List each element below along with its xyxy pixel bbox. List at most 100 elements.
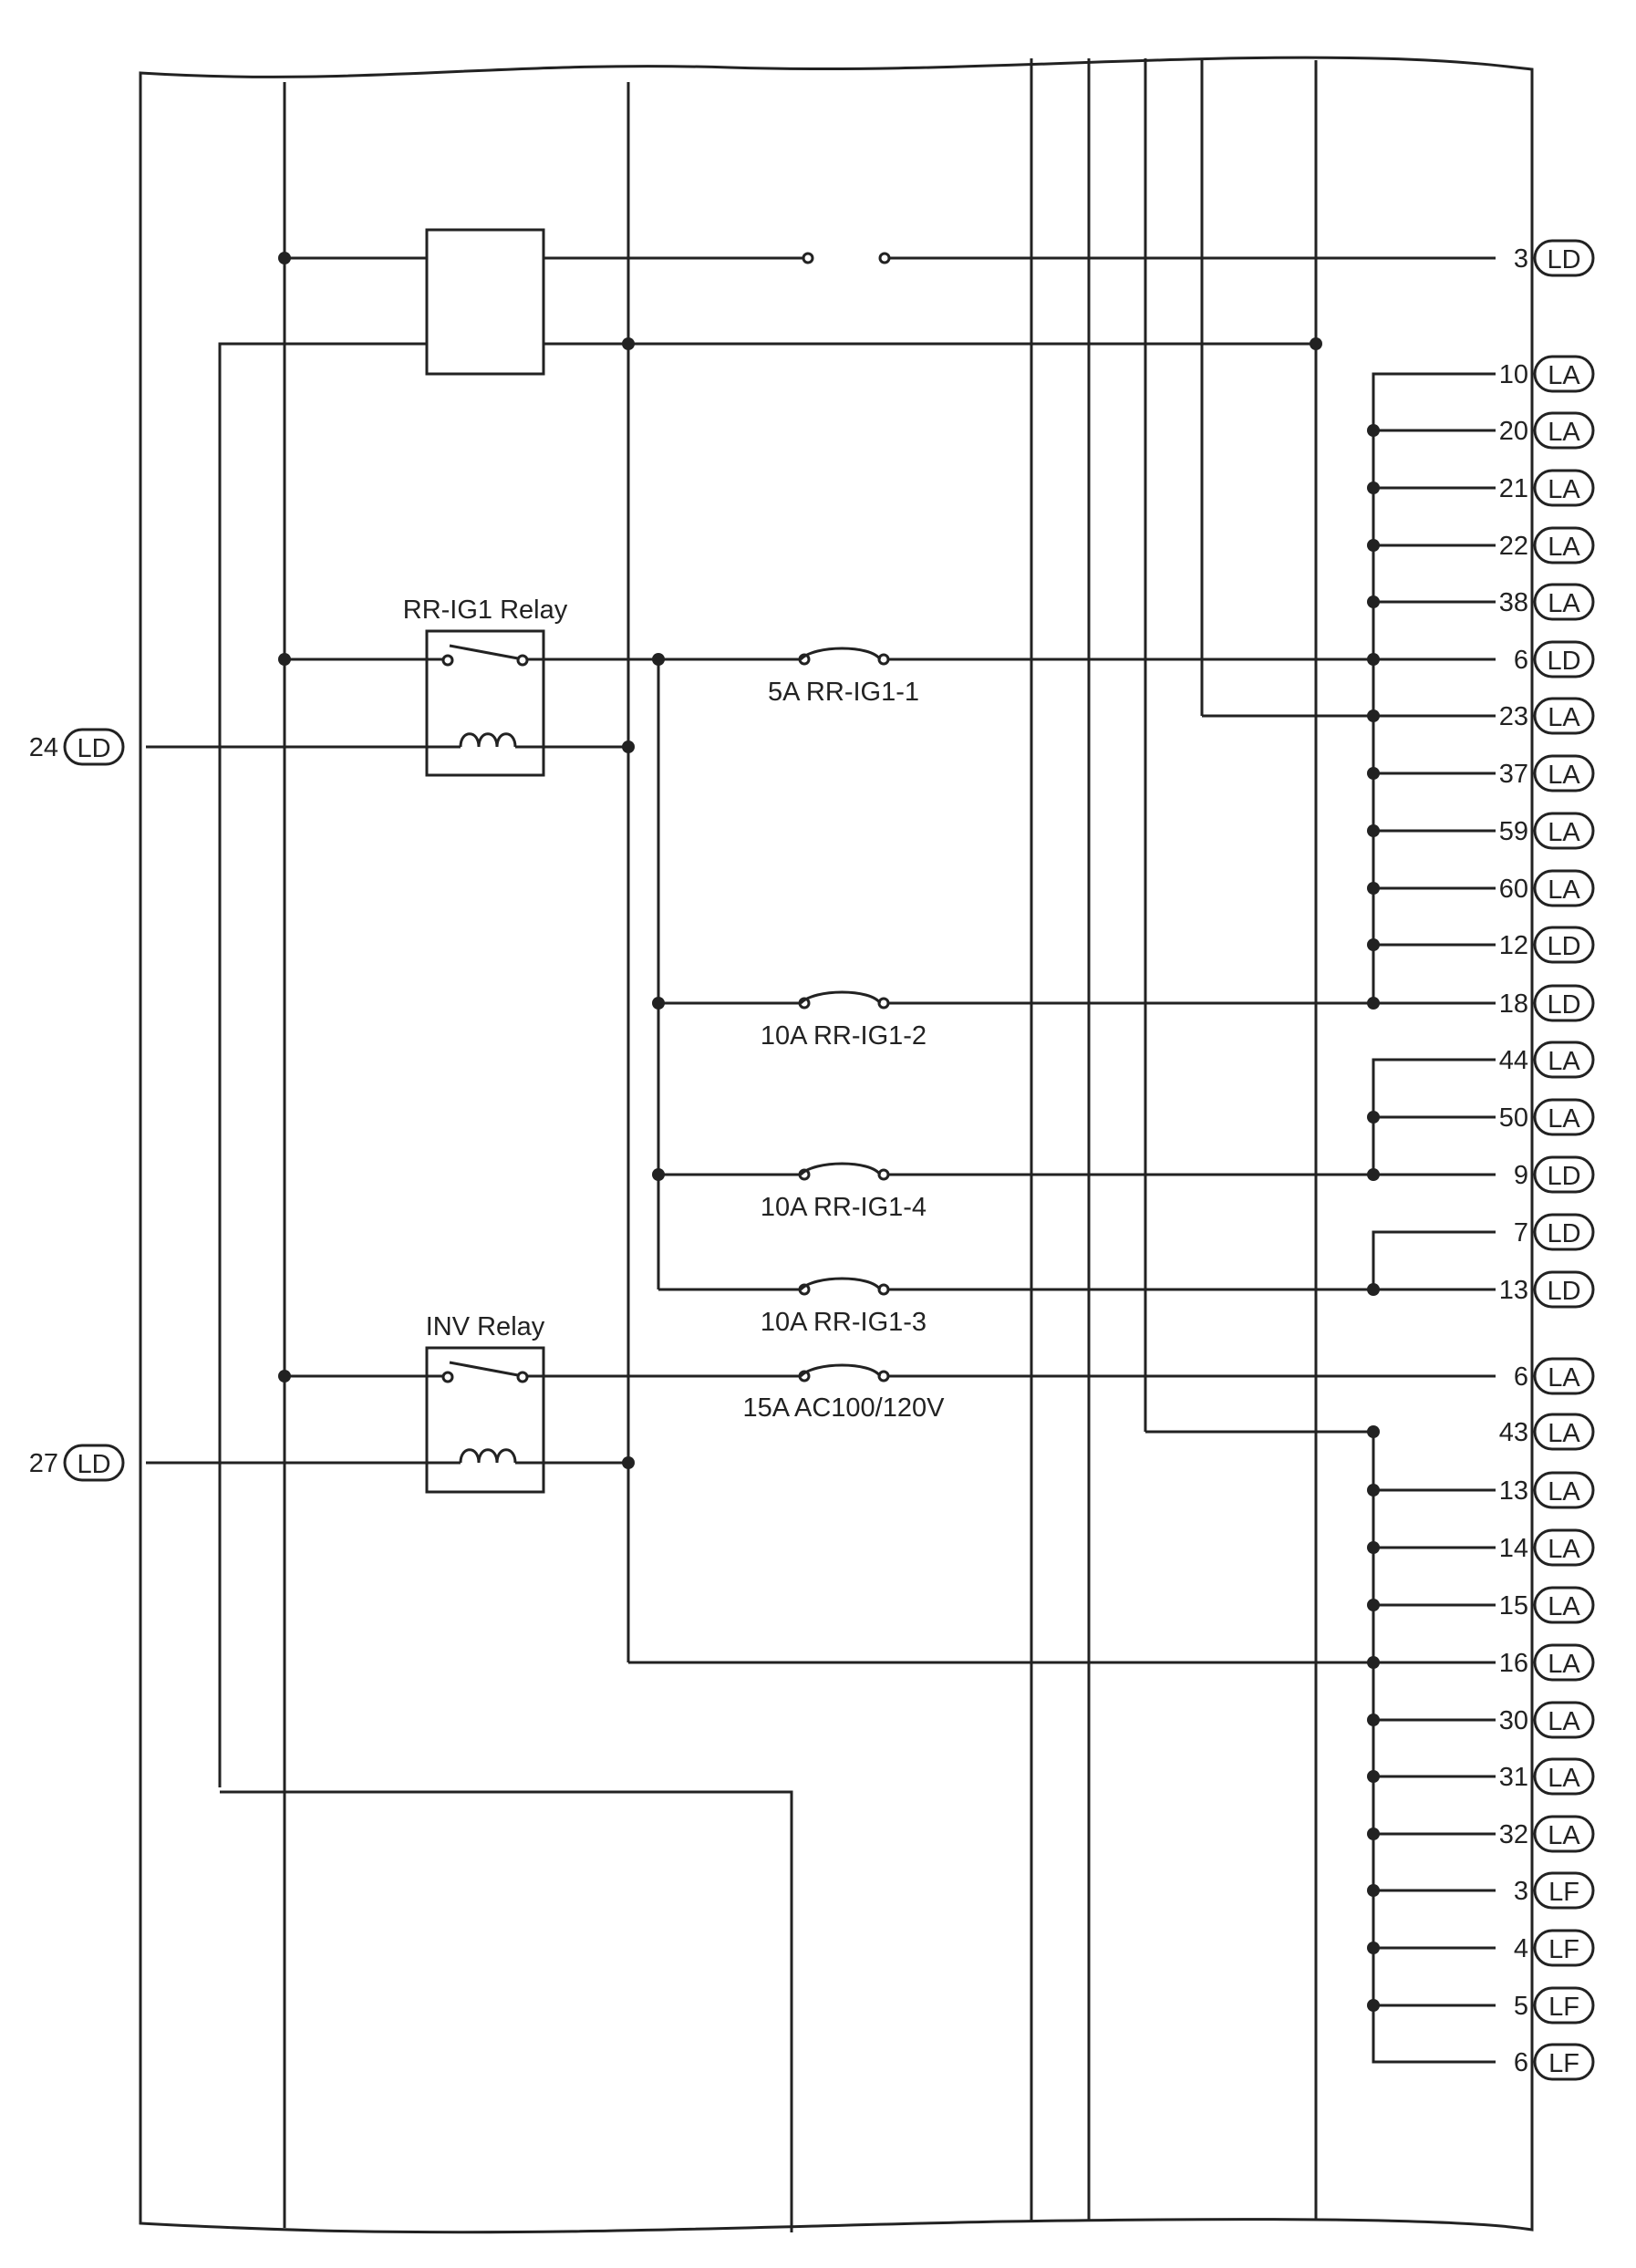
pin-number: 18 [1499,989,1528,1019]
connector-badge [1533,1357,1595,1395]
rr-ig1-relay-label: RR-IG1 Relay [403,595,568,625]
connector-code: LA [1548,1047,1580,1076]
connector-badge [1533,754,1595,792]
connector-code: LA [1548,1104,1580,1134]
fuse-label-ac: 15A AC100/120V [743,1393,946,1423]
frame [139,56,1534,2234]
pin-number: 15 [1499,1591,1528,1621]
pin-number: 14 [1499,1534,1528,1563]
fuse-label-rr-ig1-3: 10A RR-IG1-3 [761,1308,927,1337]
pin-number: 32 [1499,1820,1528,1849]
connector-badge [1533,1471,1595,1509]
pin-number: 3 [1514,1877,1528,1906]
pin-number: 44 [1499,1046,1528,1075]
connector-code: LD [77,734,110,763]
top-relay-box [425,228,545,376]
rr-ig1-relay-box [425,629,545,777]
pin-number: 12 [1499,931,1528,960]
fuse-label-rr-ig1-1: 5A RR-IG1-1 [768,678,919,707]
right-terminal: 23 LA [1499,697,1595,735]
connector-code: LA [1548,1821,1580,1850]
connector-code: LA [1548,1535,1580,1564]
pin-number: 37 [1499,760,1528,789]
inv-relay-box [425,1346,545,1494]
connector-code: LF [1548,2049,1579,2078]
connector-badge [1533,2043,1595,2081]
right-terminal: 6 LF [1514,2043,1595,2081]
right-terminal: 18 LD [1499,984,1595,1022]
pin-number: 23 [1499,702,1528,731]
junction-dots [278,252,1380,2012]
connector-code: LA [1548,1363,1580,1393]
connector-code: LD [1547,932,1580,961]
connector-code: LA [1548,761,1580,790]
connector-code: LA [1548,1707,1580,1736]
right-terminal: 37 LA [1499,754,1595,792]
connector-code: LA [1548,1650,1580,1679]
pin-number: 5 [1514,1992,1528,2021]
connector-badge [1533,526,1595,564]
connector-code: LF [1548,1993,1579,2022]
pin-number: 6 [1514,2048,1528,2077]
fuse-label-rr-ig1-2: 10A RR-IG1-2 [761,1021,927,1051]
connector-badge [1533,1871,1595,1910]
right-terminal: 32 LA [1499,1815,1595,1853]
right-terminal: 20 LA [1499,411,1595,450]
connector-code: LD [1547,990,1580,1020]
connector-code: LD [1547,647,1580,676]
connector-code: LA [1548,703,1580,732]
connector-badge [1533,469,1595,507]
connector-code: LA [1548,418,1580,447]
pin-number: 21 [1499,474,1528,503]
pin-number: 6 [1514,1362,1528,1392]
pin-number: 4 [1514,1934,1528,1963]
connector-code: LA [1548,1419,1580,1448]
connector-badge [1533,411,1595,450]
connector-badge [1533,1041,1595,1079]
wires [139,56,1534,2234]
pin-number: 27 [29,1449,58,1478]
right-terminal: 44 LA [1499,1041,1595,1079]
connector-badge [1533,1757,1595,1796]
connector-badge [1533,1701,1595,1739]
connector-badge [1533,1929,1595,1967]
pin-number: 20 [1499,417,1528,446]
connector-code: LA [1548,1477,1580,1507]
pin-number: 50 [1499,1103,1528,1133]
right-terminal: 13 LA [1499,1471,1595,1509]
right-terminal: 14 LA [1499,1528,1595,1567]
connector-badge [1533,583,1595,621]
connector-code: LA [1548,475,1580,504]
connector-badge [1533,697,1595,735]
pin-number: 13 [1499,1476,1528,1506]
connector-code: LD [1547,1219,1580,1248]
connector-badge [1533,640,1595,678]
pin-number: 22 [1499,532,1528,561]
pin-number: 30 [1499,1706,1528,1735]
connector-badge [1533,812,1595,850]
right-terminal: 12 LD [1499,926,1595,964]
inv-relay-label: INV Relay [426,1312,545,1341]
fuse-label-rr-ig1-4: 10A RR-IG1-4 [761,1193,927,1222]
connector-badge [63,1444,125,1482]
connector-badge [1533,1643,1595,1682]
right-terminal: 50 LA [1499,1098,1595,1136]
connector-code: LA [1548,589,1580,618]
right-terminal: 6 LA [1514,1357,1595,1395]
pin-number: 10 [1499,360,1528,389]
